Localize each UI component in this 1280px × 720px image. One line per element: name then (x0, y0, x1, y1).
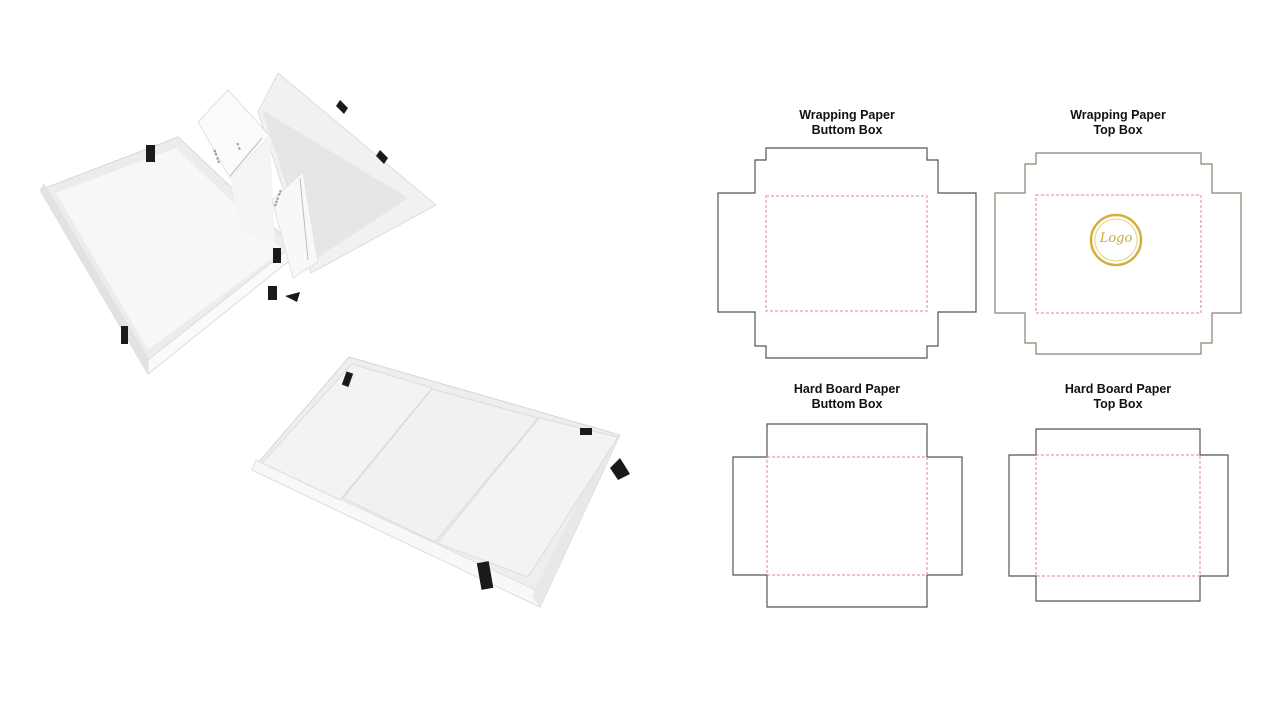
svg-text:≡ ≡: ≡ ≡ (235, 142, 242, 151)
dieline-title-line1: Hard Board Paper (793, 382, 901, 396)
dieline-title-line1: Hard Board Paper (1064, 382, 1172, 396)
dieline-wrapping-bottom: Wrapping Paper Buttom Box (727, 108, 987, 368)
dieline-title-line1: Wrapping Paper (1070, 108, 1166, 122)
closed-gift-box-photo (251, 356, 630, 608)
product-photos: ≡≡ ≡≡ ≡ ≡ ≡≡≡ ≡≡ (39, 72, 630, 608)
dieline-hardboard-top: Hard Board Paper Top Box (998, 382, 1238, 622)
svg-text:≡≡ ≡≡: ≡≡ ≡≡ (212, 149, 222, 165)
dieline-hardboard-bottom: Hard Board Paper Buttom Box (727, 382, 987, 622)
dieline-title-line2: Top Box (1093, 123, 1143, 137)
logo-text: Logo (1099, 231, 1133, 246)
dieline-title-line2: Buttom Box (811, 397, 883, 411)
dieline-title-line2: Buttom Box (811, 123, 883, 137)
dieline-title-line1: Wrapping Paper (799, 108, 895, 122)
dieline-wrapping-top: Wrapping Paper Top Box (998, 108, 1248, 368)
svg-text:≡≡≡ ≡≡: ≡≡≡ ≡≡ (272, 189, 283, 208)
dieline-title-line2: Top Box (1093, 397, 1143, 411)
open-gift-box-photo: ≡≡ ≡≡ ≡ ≡ ≡≡≡ ≡≡ (39, 72, 437, 376)
